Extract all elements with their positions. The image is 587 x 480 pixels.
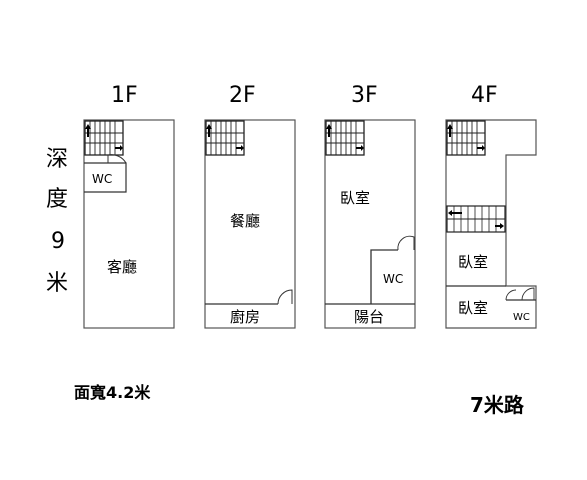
room-label-kitchen: 廚房 (230, 308, 260, 326)
floor-plan-3f: 臥室 WC 陽台 (324, 119, 416, 329)
room-label-wc: WC (513, 312, 530, 323)
floor-label-2f: 2F (229, 83, 256, 108)
road-label: 7米路 (470, 393, 525, 417)
floor-label-3f: 3F (351, 83, 378, 108)
stair-icon (446, 205, 506, 233)
stair-icon (205, 120, 245, 156)
depth-char-4: 米 (46, 271, 68, 296)
floor-plan-4f: 臥室 臥室 WC (445, 119, 537, 329)
room-label-dining: 餐廳 (230, 212, 260, 230)
floor-plan-1f: WC 客廳 (83, 119, 175, 329)
room-label-balcony: 陽台 (354, 308, 384, 326)
room-label-wc: WC (383, 272, 403, 286)
room-label-wc: WC (92, 172, 112, 186)
stair-icon (84, 120, 124, 156)
stair-icon (446, 120, 486, 156)
floor-plan-2f: 餐廳 廚房 (204, 119, 296, 329)
floor-label-1f: 1F (111, 83, 138, 108)
room-label-bedroom-lower: 臥室 (458, 299, 488, 317)
room-label-living: 客廳 (107, 258, 137, 276)
depth-char-2: 度 (46, 187, 68, 212)
room-label-bedroom-upper: 臥室 (458, 253, 488, 271)
floor-label-4f: 4F (471, 83, 498, 108)
depth-char-3: 9 (51, 229, 65, 254)
room-label-bedroom: 臥室 (340, 189, 370, 207)
frontage-label: 面寬4.2米 (74, 383, 151, 402)
stair-icon (325, 120, 365, 156)
depth-char-1: 深 (46, 147, 68, 172)
